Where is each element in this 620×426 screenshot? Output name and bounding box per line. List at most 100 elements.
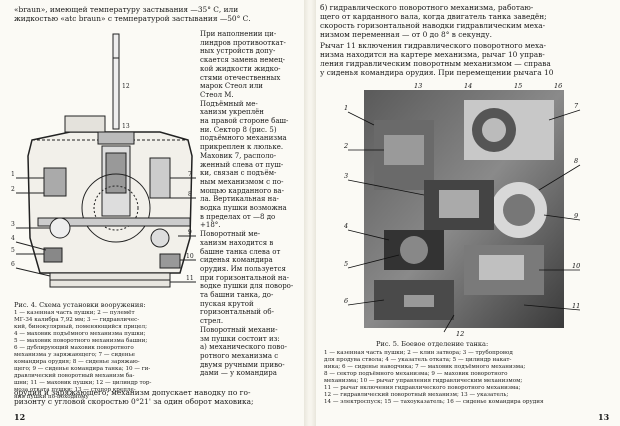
left-side-line: ризонту с угловой скоростью 0°21' за оди… <box>14 397 254 406</box>
fig5-caption-line-3: для продува ствола; 4 — указатель отката… <box>324 357 512 363</box>
left-side-line: при горизонтальной на- <box>200 273 290 282</box>
fig4-label-1: 1 <box>11 171 15 178</box>
left-side-line: та башни танка, до- <box>200 291 274 299</box>
fig5-caption-line-6: механизма; 10 — рычаг управления гидравл… <box>324 378 523 384</box>
fig4-caption-line-13: моза отката пушки; 13 — стопор крепле- <box>14 387 136 393</box>
fig4-caption-line-2: 1 — казенная часть пушки; 2 — пулемёт <box>14 310 135 316</box>
fig5-label-2: 2 <box>344 142 348 150</box>
left-side-line: При наполнении ци- <box>200 30 277 38</box>
left-side-line: горизонтальный об- <box>200 308 274 317</box>
left-side-line: Поворотный механи- <box>200 325 278 334</box>
fig4-label-7: 7 <box>188 171 192 178</box>
book-gutter <box>304 0 316 426</box>
right-top-line-4: низмом переменная — от 0 до 8° в секунду… <box>320 30 492 39</box>
fig5-caption-line-9: 14 — электроспуск; 15 — тахоуказатель; 1… <box>324 399 544 405</box>
left-side-line: марок Стеол или <box>200 82 263 91</box>
page-number-right: 13 <box>598 412 610 422</box>
left-side-line: водка пушки возможна <box>200 204 287 212</box>
fig4-caption-line-1: Рис. 4. Схема установки вооружения: <box>14 301 146 309</box>
left-side-line: ротного механизма с <box>200 351 279 360</box>
fig5-label-11: 11 <box>572 302 580 310</box>
page-number-left: 12 <box>14 412 26 422</box>
figure-4-armament-scheme: 1 2 3 4 5 6 7 8 9 10 11 12 13 <box>10 28 198 298</box>
left-side-line: ла. Вертикальная на- <box>200 195 279 204</box>
left-side-line: стрел. <box>200 317 224 326</box>
fig5-caption-line-2: 1 — казенная часть пушки; 2 — клин затво… <box>324 350 513 356</box>
fig4-label-13: 13 <box>122 123 130 130</box>
fig5-label-5: 5 <box>344 260 348 268</box>
left-side-line: орудия. Им пользуется <box>200 264 286 273</box>
fig4-label-10: 10 <box>186 253 194 260</box>
fig5-label-15: 15 <box>514 82 522 90</box>
fig4-label-3: 3 <box>11 221 15 228</box>
fig5-label-7: 7 <box>574 102 579 110</box>
left-side-line: прикреплен к люльке. <box>200 143 284 152</box>
left-side-line: на правой стороне баш- <box>200 117 289 125</box>
left-side-line: башне танка слева от <box>200 247 281 256</box>
figure-5-fighting-compartment-photo: 1 2 3 4 5 6 7 8 9 10 11 12 13 14 15 16 <box>343 80 584 338</box>
fig5-label-14: 14 <box>464 82 472 90</box>
left-side-line: двумя ручными приво- <box>200 360 285 369</box>
left-side-line: водке пушки для поворо- <box>200 282 294 291</box>
left-side-line: ных устройств допу- <box>200 47 276 56</box>
left-side-line: в пределах от —8 до <box>200 212 276 221</box>
left-side-line: мощью карданного ва- <box>200 186 284 195</box>
fig5-caption-line-8: 12 — гидравлический поворотный механизм;… <box>324 392 509 398</box>
left-side-line: зм пушки состоит из: <box>200 334 280 343</box>
fig4-label-4: 4 <box>11 235 15 242</box>
fig4-caption-line-3: МГ-34 калибра 7,92 мм; 3 — гидравличес- <box>14 317 140 323</box>
left-side-line: ханизм находится в <box>200 238 274 247</box>
left-side-line: ханизм укреплён <box>200 108 264 117</box>
left-side-line: орудия и заряжающего; механизм допускает… <box>14 388 251 397</box>
left-side-line: кой жидкости жидко- <box>200 64 281 73</box>
fig5-caption-line-7: 11 — рычаг включения гидравлического пов… <box>324 385 521 391</box>
fig4-label-8: 8 <box>188 191 192 198</box>
right-top-line-5: Рычаг 11 включения гидравлического повор… <box>320 41 547 50</box>
left-side-line: сиденья командира <box>200 256 273 265</box>
fig4-caption-line-5: 4 — маховик подъёмного механизма пушки; <box>14 331 146 337</box>
right-top-line-7: ления гидравлическим поворотным механизм… <box>320 59 551 68</box>
right-page: б) гидравлического поворотного механизма… <box>316 0 620 426</box>
left-side-line: +18°. <box>200 221 221 230</box>
left-side-line: подъёмного механизма <box>200 134 287 143</box>
fig5-label-1: 1 <box>344 104 348 112</box>
left-page: «braun», имеющей температуру застывания … <box>0 0 304 426</box>
fig4-caption-line-10: щего; 9 — сиденье командира танка; 10 — … <box>14 366 151 372</box>
left-top-line-2: жидкостью «atc braun» с температурой зас… <box>14 14 251 23</box>
fig4-caption-line-4: кий, бинокулярный, поменяющийся прицел; <box>14 324 147 330</box>
left-side-line: Поворотный ме- <box>200 230 261 239</box>
right-top-line-1: б) гидравлического поворотного механизма… <box>320 3 534 12</box>
left-side-line: ным механизмом с по- <box>200 177 284 186</box>
fig4-label-9: 9 <box>188 229 192 236</box>
left-side-line: дами — у командира <box>200 369 277 378</box>
fig5-label-13: 13 <box>414 82 422 90</box>
left-side-line: пуская крутой <box>200 299 254 308</box>
fig5-label-9: 9 <box>574 212 578 220</box>
left-side-line: Стеол М. <box>200 90 234 99</box>
fig4-label-11: 11 <box>186 275 194 282</box>
fig5-label-10: 10 <box>572 262 580 270</box>
fig4-caption-line-11: дравлический поворотный механизм ба- <box>14 373 135 379</box>
left-side-line: ки, связан с подъём- <box>200 169 277 178</box>
fig4-caption-line-6: 5 — маховик поворотного механизма башни; <box>14 338 148 344</box>
fig4-caption-line-7: 6 — дублирующий маховик поворотного <box>14 345 134 351</box>
fig5-label-6: 6 <box>344 297 348 305</box>
fig4-caption-line-14: ния пушки по-походному <box>14 394 89 400</box>
fig5-label-4: 4 <box>344 222 348 230</box>
fig4-caption-line-12: шни; 11 — маховик пушки; 12 — цилиндр то… <box>14 380 152 386</box>
left-side-line: Маховик 7, располо- <box>200 151 277 160</box>
fig5-caption-line-4: ника; 6 — сиденье наводчика; 7 — маховик… <box>324 364 526 370</box>
fig5-caption-line-5: 8 — сектор подъёмного механизма; 9 — мах… <box>324 371 508 377</box>
left-side-line: линдров противооткат- <box>200 38 286 47</box>
left-top-line-1: «braun», имеющей температуру застывания … <box>14 5 239 14</box>
right-top-line-6: низма находится на картере механизма, ры… <box>320 50 545 59</box>
fig4-caption-line-8: механизма у заряжающего; 7 — сиденье <box>14 352 135 358</box>
fig5-label-16: 16 <box>554 82 562 90</box>
fig5-label-8: 8 <box>574 157 578 165</box>
right-top-line-3: скорость горизонтальной наводки гидравли… <box>320 21 546 30</box>
fig4-label-6: 6 <box>11 261 15 268</box>
left-side-line: а) механического пово- <box>200 343 287 352</box>
left-side-line: стями отечественных <box>200 73 281 82</box>
left-side-line: Подъёмный ме- <box>200 99 258 108</box>
